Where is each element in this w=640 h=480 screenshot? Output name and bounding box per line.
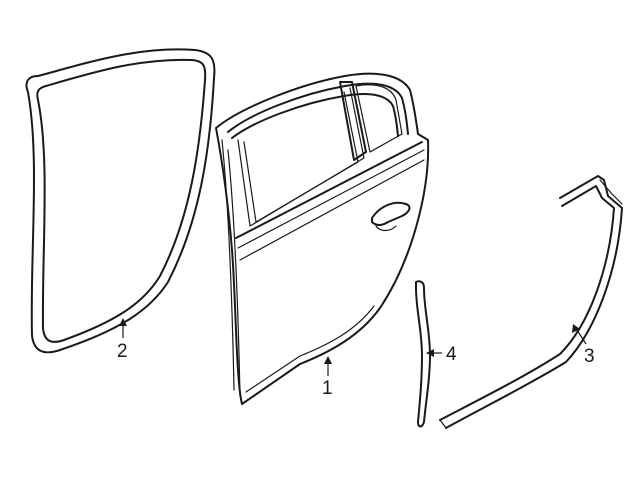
callout-4: 4 [446,344,457,365]
leader-2 [119,318,127,338]
leader-4 [426,349,442,357]
door-shell-part[interactable] [215,72,430,405]
leader-1 [324,356,332,376]
callout-1: 1 [322,378,333,399]
weatherstrip-door-part[interactable] [439,175,623,429]
leader-3 [572,324,587,345]
callout-2: 2 [117,341,128,362]
seal-strip-part[interactable] [415,280,431,428]
weatherstrip-body-part[interactable] [25,48,216,354]
callout-3: 3 [584,346,595,367]
